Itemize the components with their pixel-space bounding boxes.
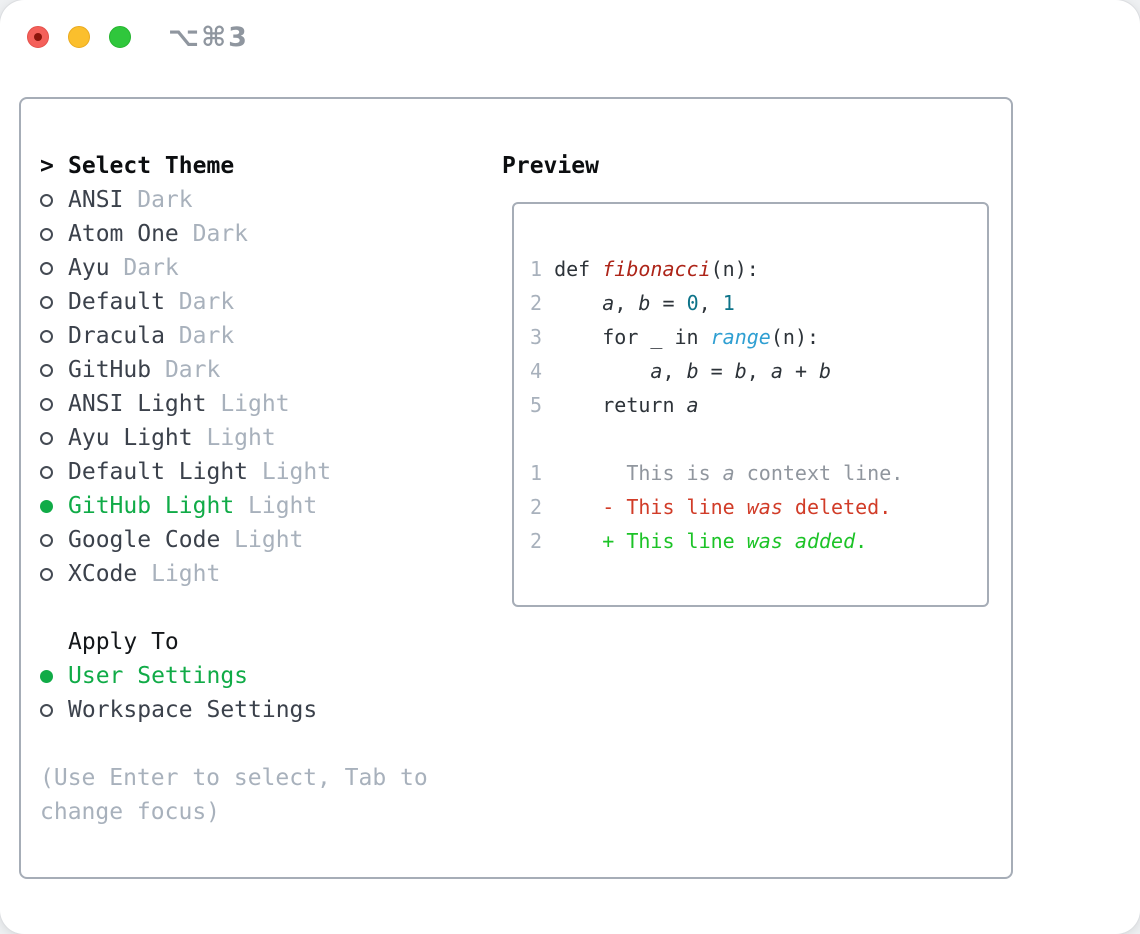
radio-unselected-icon (40, 363, 53, 377)
theme-option[interactable]: Ayu Dark (40, 251, 490, 285)
theme-option[interactable]: XCode Light (40, 557, 490, 591)
option-variant-label: Dark (178, 289, 235, 315)
theme-option[interactable]: Atom One Dark (40, 217, 490, 251)
theme-option[interactable]: Google Code Light (40, 523, 490, 557)
spacer (40, 591, 490, 625)
hint-text-line-1: (Use Enter to select, Tab to (40, 765, 428, 791)
apply-to-option[interactable]: User Settings (40, 659, 490, 693)
radio-unselected-icon (40, 703, 53, 717)
option-label: GitHub Light (68, 493, 235, 519)
radio-unselected-icon (40, 567, 53, 581)
select-theme-header-row: > Select Theme (40, 149, 490, 183)
preview-column: Preview 1 def fibonacci(n): 2 a, b = 0, 1… (502, 149, 989, 607)
radio-unselected-icon (40, 465, 53, 479)
option-variant-label: Light (220, 391, 290, 417)
option-variant-label: Light (151, 561, 221, 587)
preview-box: 1 def fibonacci(n): 2 a, b = 0, 1 3 for _ … (512, 202, 989, 607)
close-button[interactable] (27, 26, 49, 48)
code-line (530, 422, 987, 456)
zoom-button[interactable] (109, 26, 131, 48)
option-variant-label: Light (234, 527, 304, 553)
cursor-icon: > (40, 153, 54, 179)
option-variant-label: Dark (192, 221, 249, 247)
theme-option[interactable]: Dracula Dark (40, 319, 490, 353)
option-variant-label: Dark (164, 357, 221, 383)
apply-to-option[interactable]: Workspace Settings (40, 693, 490, 727)
window-title: ⌥⌘3 (168, 22, 249, 53)
option-variant-label: Light (261, 459, 332, 485)
theme-option[interactable]: GitHub Dark (40, 353, 490, 387)
minimize-button[interactable] (68, 26, 90, 48)
option-label: Atom One (68, 221, 179, 247)
theme-option[interactable]: Ayu Light Light (40, 421, 490, 455)
option-label: ANSI (68, 187, 124, 213)
option-variant-label: Light (248, 493, 318, 519)
preview-header: Preview (502, 153, 599, 179)
code-line: 2 + This line was added. (530, 529, 868, 553)
radio-unselected-icon (40, 193, 53, 207)
hint-text-line-2: change focus) (40, 799, 221, 825)
apply-to-header-row: Apply To (40, 625, 490, 659)
option-label: GitHub (68, 357, 152, 383)
radio-selected-icon (40, 499, 53, 513)
option-label: User Settings (68, 663, 249, 689)
code-line: 3 for _ in range(n): (530, 325, 820, 349)
code-line: 5 return a (530, 393, 699, 417)
theme-option[interactable]: Default Light Light (40, 455, 490, 489)
code-line: 2 a, b = 0, 1 (530, 291, 735, 315)
radio-unselected-icon (40, 295, 53, 309)
radio-unselected-icon (40, 329, 53, 343)
option-label: Default (68, 289, 165, 315)
option-label: Dracula (68, 323, 165, 349)
theme-option[interactable]: Default Dark (40, 285, 490, 319)
theme-option[interactable]: ANSI Dark (40, 183, 490, 217)
option-label: Workspace Settings (68, 697, 318, 723)
theme-option[interactable]: GitHub Light Light (40, 489, 490, 523)
option-label: XCode (68, 561, 138, 587)
theme-option[interactable]: ANSI Light Light (40, 387, 490, 421)
code-line: 1 def fibonacci(n): (530, 257, 759, 281)
title-bar: ⌥⌘3 (0, 0, 1140, 72)
code-line: 1 This is a context line. (530, 461, 904, 485)
option-label: Ayu (68, 255, 110, 281)
radio-selected-icon (40, 669, 53, 683)
code-line: 4 a, b = b, a + b (530, 359, 832, 383)
radio-unselected-icon (40, 397, 53, 411)
option-label: Default Light (68, 459, 249, 485)
option-variant-label: Dark (137, 187, 193, 213)
select-theme-header: Select Theme (68, 153, 235, 179)
option-variant-label: Dark (178, 323, 235, 349)
code-line: 2 - This line was deleted. (530, 495, 892, 519)
radio-unselected-icon (40, 533, 53, 547)
radio-unselected-icon (40, 227, 53, 241)
option-variant-label: Light (206, 425, 276, 451)
preview-code: 1 def fibonacci(n): 2 a, b = 0, 1 3 for _ … (530, 252, 987, 558)
option-label: Google Code (68, 527, 221, 553)
spacer (40, 727, 490, 761)
option-label: Ayu Light (68, 425, 193, 451)
radio-unselected-icon (40, 261, 53, 275)
option-label: ANSI Light (68, 391, 207, 417)
option-variant-label: Dark (123, 255, 179, 281)
radio-unselected-icon (40, 431, 53, 445)
apply-to-header: Apply To (68, 629, 179, 655)
